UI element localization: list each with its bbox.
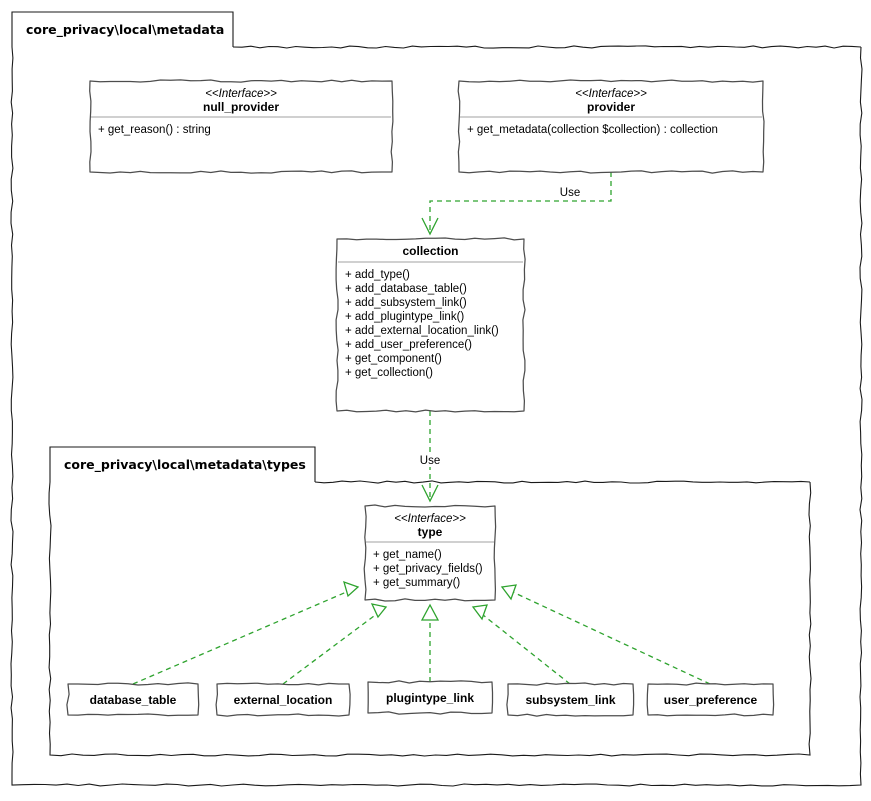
class-member: + add_user_preference() xyxy=(345,339,472,351)
realization-line xyxy=(501,586,711,685)
class-box-background xyxy=(459,81,763,172)
class-box-subsystem_link[interactable]: subsystem_link xyxy=(506,682,635,717)
class-member: + add_plugintype_link() xyxy=(345,311,464,323)
class-member: + get_privacy_fields() xyxy=(373,563,483,575)
class-stereotype: <<Interface>> xyxy=(575,88,647,100)
package-pkg-metadata: core_privacy\local\metadata xyxy=(10,11,863,787)
class-box-background xyxy=(68,684,198,715)
package-body-frame xyxy=(10,46,863,787)
class-box-border xyxy=(89,79,394,174)
class-name: collection xyxy=(402,244,458,258)
realization-line xyxy=(132,586,359,685)
class-box-background xyxy=(365,506,495,600)
relationship-rel-user_preference-type xyxy=(500,584,711,685)
class-member: + get_name() xyxy=(373,549,442,561)
package-top-edge xyxy=(232,45,862,49)
class-box-background xyxy=(368,682,492,713)
class-member: + add_subsystem_link() xyxy=(345,297,467,309)
class-member: + get_component() xyxy=(345,353,442,365)
class-box-border xyxy=(335,237,526,413)
class-box-border xyxy=(367,680,494,715)
class-member: + add_external_location_link() xyxy=(345,325,499,337)
dependency-arrowhead xyxy=(421,484,439,503)
class-box-border xyxy=(457,79,765,174)
package-pkg-types: core_privacy\local\metadata\types xyxy=(48,446,812,757)
class-member: + get_collection() xyxy=(345,367,433,379)
class-name: type xyxy=(418,525,443,539)
package-layer: core_privacy\local\metadata core_privacy\… xyxy=(10,11,863,787)
class-box-type[interactable]: <<Interface>>type + get_name() + get_priva… xyxy=(363,504,497,602)
class-name: external_location xyxy=(234,693,333,707)
class-member: + get_summary() xyxy=(373,577,460,589)
relationship-rel-collection-type: Use xyxy=(416,411,444,503)
class-box-provider[interactable]: <<Interface>>provider + get_metadata(coll… xyxy=(457,79,765,174)
realization-arrowhead xyxy=(420,603,440,621)
relationship-rel-database_table-type xyxy=(132,580,360,685)
dependency-line xyxy=(429,172,612,232)
class-box-plugintype_link[interactable]: plugintype_link xyxy=(367,680,494,715)
relationship-rel-external_location-type xyxy=(282,603,388,685)
class-box-background xyxy=(648,684,773,715)
class-box-background xyxy=(90,81,392,172)
realization-arrowhead xyxy=(370,603,388,619)
class-layer: <<Interface>>null_provider+ get_reason()… xyxy=(66,79,775,717)
package-label: core_privacy\local\metadata\types xyxy=(64,457,306,473)
relationship-label: Use xyxy=(560,187,580,199)
class-box-background xyxy=(217,684,349,715)
class-box-border xyxy=(506,682,635,717)
realization-arrowhead xyxy=(471,604,488,621)
package-top-edge xyxy=(314,480,811,484)
class-stereotype: <<Interface>> xyxy=(394,513,466,525)
package-label: core_privacy\local\metadata xyxy=(26,22,224,38)
class-box-border xyxy=(66,682,200,717)
relationship-rel-provider-collection: Use xyxy=(421,172,612,236)
class-box-background xyxy=(508,684,633,715)
class-name: plugintype_link xyxy=(386,691,474,705)
realization-arrowhead xyxy=(343,580,360,598)
class-box-collection[interactable]: collection + add_type() + add_database_tab… xyxy=(335,237,526,413)
relationship-rel-subsystem_link-type xyxy=(471,604,571,685)
class-stereotype: <<Interface>> xyxy=(205,88,277,100)
class-box-background xyxy=(337,239,524,411)
class-name: user_preference xyxy=(664,693,758,707)
class-member: + add_type() xyxy=(345,269,410,281)
label-backdrop xyxy=(556,186,584,199)
relationship-label: Use xyxy=(420,455,440,467)
package-tab xyxy=(11,11,234,47)
class-member: + get_reason() : string xyxy=(98,124,211,136)
class-box-border xyxy=(363,504,497,602)
realization-arrowhead xyxy=(500,584,517,601)
relationship-rel-plugintype_link-type xyxy=(420,603,440,682)
class-name: subsystem_link xyxy=(525,693,615,707)
class-name: provider xyxy=(587,100,635,114)
realization-line xyxy=(472,606,571,685)
class-box-database_table[interactable]: database_table xyxy=(66,682,200,717)
package-body-frame xyxy=(48,481,812,757)
class-name: database_table xyxy=(90,693,177,707)
class-box-border xyxy=(646,682,775,717)
realization-line xyxy=(282,606,387,685)
dependency-arrowhead xyxy=(421,217,439,236)
class-name: null_provider xyxy=(203,100,279,114)
class-box-external_location[interactable]: external_location xyxy=(215,682,351,717)
class-box-user_preference[interactable]: user_preference xyxy=(646,682,775,717)
class-box-null_provider[interactable]: <<Interface>>null_provider + get_reason()… xyxy=(89,79,394,174)
label-backdrop xyxy=(416,454,444,467)
class-member: + add_database_table() xyxy=(345,283,467,295)
class-member: + get_metadata(collection $collection) :… xyxy=(467,124,718,136)
package-tab xyxy=(49,446,316,482)
class-box-border xyxy=(215,682,351,717)
